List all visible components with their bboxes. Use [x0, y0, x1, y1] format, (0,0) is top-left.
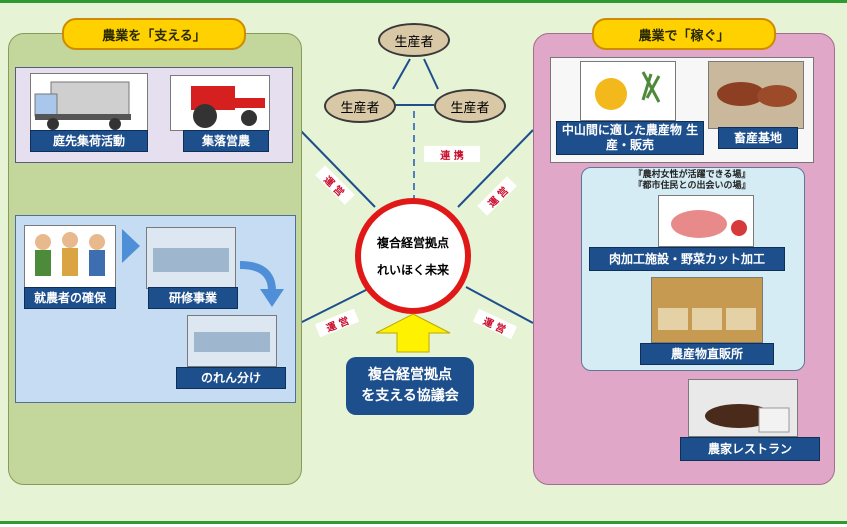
hub-circle: 複合経営拠点 れいほく未来 — [355, 198, 471, 314]
producer-top: 生産者 — [378, 23, 450, 57]
cattle-icon — [709, 62, 803, 128]
direct-sales-label: 農産物直販所 — [640, 343, 774, 365]
branch-greenhouse-illustration — [187, 315, 277, 367]
caption-line2: 『都市住民との出会いの場』 — [633, 181, 751, 192]
new-farmers-label: 就農者の確保 — [24, 287, 116, 309]
producer-left: 生産者 — [324, 89, 396, 123]
meat-illustration — [658, 195, 754, 247]
products-label: 中山間に適した農産物 生産・販売 — [556, 121, 704, 155]
line-top-right — [457, 129, 534, 208]
line-top-left — [299, 129, 376, 208]
link-tag: 連 携 — [424, 146, 480, 162]
farmers-icon — [35, 232, 105, 276]
franchise-label: のれん分け — [176, 367, 286, 389]
tractor-illustration — [170, 75, 270, 131]
truck-icon — [34, 81, 131, 130]
line-bottom-right — [465, 286, 534, 324]
venue-caption: 『農村女性が活躍できる場』 『都市住民との出会いの場』 — [581, 170, 803, 193]
caption-line1: 『農村女性が活躍できる場』 — [633, 170, 751, 180]
cattle-illustration — [708, 61, 804, 129]
producer-link-right — [423, 58, 439, 90]
pickup-label: 庭先集荷活動 — [30, 130, 148, 152]
connector-lines — [289, 58, 534, 329]
producer-link-left — [392, 58, 411, 90]
restaurant-label: 農家レストラン — [680, 437, 820, 461]
support-title: 農業を「支える」 — [62, 18, 246, 50]
up-arrow-icon — [375, 313, 451, 353]
market-illustration — [651, 277, 763, 343]
market-icon — [652, 278, 762, 342]
hub-line2: れいほく未来 — [376, 263, 449, 277]
livestock-label: 畜産基地 — [718, 127, 798, 149]
restaurant-illustration — [688, 379, 798, 437]
line-bottom-left — [289, 286, 373, 329]
meat-icon — [671, 210, 747, 238]
producer-right: 生産者 — [434, 89, 506, 123]
restaurant-icon — [689, 380, 797, 436]
community-farming-label: 集落営農 — [183, 130, 269, 152]
council-line2: を支える協議会 — [361, 388, 459, 404]
greenhouse-icon-2 — [188, 316, 276, 366]
yuzu-icon — [595, 71, 661, 110]
arrow-right-icon — [122, 229, 140, 263]
arrow-curve-icon — [239, 261, 284, 307]
council-line1: 複合経営拠点 — [368, 367, 452, 383]
greenhouse-icon — [147, 228, 235, 288]
council-box: 複合経営拠点 を支える協議会 — [346, 357, 474, 415]
tractor-icon — [191, 86, 265, 128]
hub-line1: 複合経営拠点 — [376, 236, 449, 250]
greenhouse-illustration — [146, 227, 236, 289]
farmers-illustration — [24, 225, 116, 289]
processing-label: 肉加工施設・野菜カット加工 — [589, 247, 785, 271]
yuzu-illustration — [580, 61, 676, 121]
training-label: 研修事業 — [148, 287, 238, 309]
earn-title: 農業で「稼ぐ」 — [592, 18, 776, 50]
truck-illustration — [30, 73, 148, 133]
